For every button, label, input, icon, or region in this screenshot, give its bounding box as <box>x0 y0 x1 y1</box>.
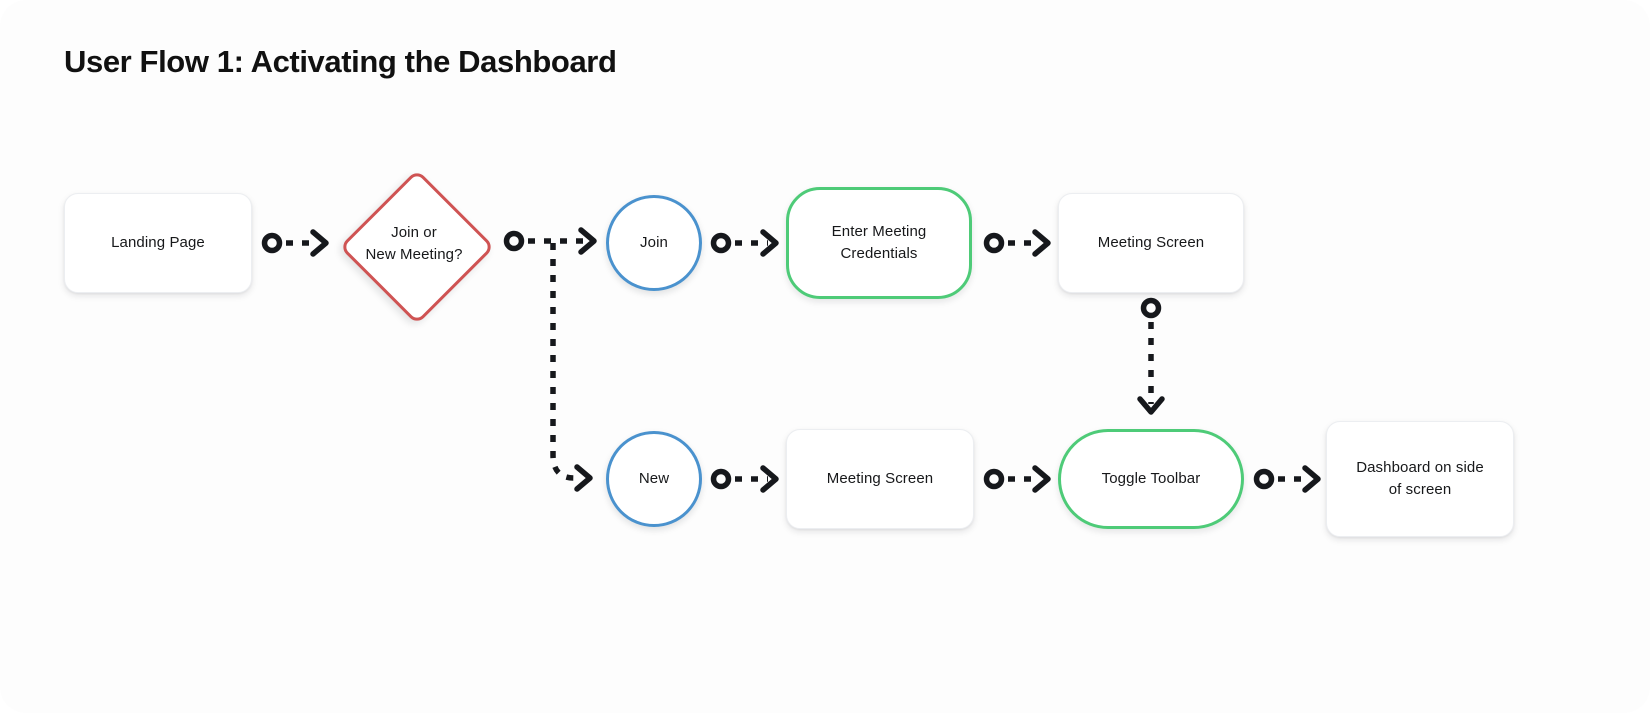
node-label: New <box>638 470 670 488</box>
node-toggle-toolbar[interactable]: Toggle Toolbar <box>1058 429 1244 529</box>
node-label: Meeting Screen <box>1097 234 1205 252</box>
node-label: Toggle Toolbar <box>1101 470 1201 488</box>
connector-join-to-credentials <box>714 229 779 257</box>
node-label: Join <box>640 234 668 252</box>
connector-toolbar-to-dashboard <box>1257 465 1321 493</box>
node-new[interactable]: New <box>606 431 702 527</box>
connector-decision-to-join <box>507 227 597 255</box>
node-label: Meeting Screen <box>826 470 934 488</box>
node-join[interactable]: Join <box>606 195 702 291</box>
connector-new-to-meeting <box>714 465 779 493</box>
node-label: Landing Page <box>111 234 205 252</box>
connector-landing-to-decision <box>265 229 329 257</box>
connector-credentials-to-meeting <box>987 229 1051 257</box>
node-meeting-screen-top[interactable]: Meeting Screen <box>1058 193 1244 293</box>
node-meeting-screen-bottom[interactable]: Meeting Screen <box>786 429 974 529</box>
node-landing-page[interactable]: Landing Page <box>64 193 252 293</box>
connector-meeting-bottom-to-toolbar <box>987 465 1051 493</box>
connector-meeting-top-to-toolbar <box>1137 301 1165 415</box>
page-title: User Flow 1: Activating the Dashboard <box>64 44 617 79</box>
connector-decision-to-new <box>550 243 593 492</box>
